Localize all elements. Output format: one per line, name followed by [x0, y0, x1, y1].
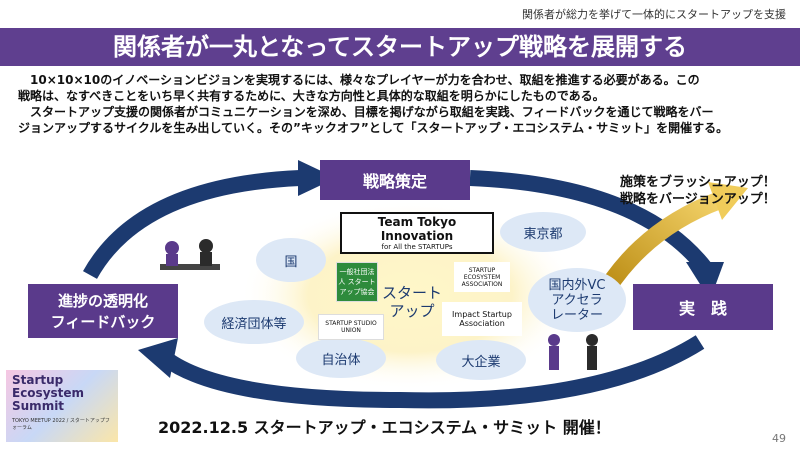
brushup-line-1: 施策をブラッシュアップ！ [620, 175, 776, 190]
arrow-head-feedback [138, 338, 178, 378]
stakeholder-bigcorp: 大企業 [436, 340, 526, 380]
stakeholder-keidanren: 経済団体等 [204, 300, 304, 344]
center-startup: スタート アップ [382, 284, 442, 320]
brushup-arrow-head [708, 182, 748, 220]
tti-sub: for All the STARTUPs [381, 243, 453, 251]
feedback-box: 進捗の透明化 フィードバック [28, 284, 178, 338]
footer-announcement: 2022.12.5 スタートアップ・エコシステム・サミット 開催！ [158, 418, 611, 437]
intro-line-4: ジョンアップするサイクルを生み出していく。その”キックオフ”として「スタートアッ… [18, 121, 729, 135]
vc-line-2: アクセラ [551, 292, 603, 308]
stakeholder-country: 国 [256, 238, 326, 282]
intro-text: 10×10×10のイノベーションビジョンを実現するには、様々なプレイヤーが力を合… [18, 72, 794, 136]
center-line-2: アップ [389, 302, 435, 320]
brushup-line-2: 戦略をバージョンアップ！ [620, 192, 776, 207]
summit-logo-line-3: Summit [12, 399, 65, 413]
feedback-line-2: フィードバック [50, 313, 156, 331]
vc-line-1: 国内外VC [548, 277, 606, 293]
summit-logo-line-4: TOKYO MEETUP 2022 / スタートアップフォーラム [12, 418, 110, 431]
arrow-to-feedback [160, 335, 705, 409]
presenter-illustration [548, 334, 598, 370]
impact-startup-logo: Impact Startup Association [442, 302, 522, 336]
header-caption: 関係者が総力を挙げて一体的にスタートアップを支援 [522, 8, 786, 21]
vc-line-3: レーター [550, 307, 603, 323]
stakeholder-tokyo: 東京都 [500, 212, 586, 252]
center-line-1: スタート [382, 284, 443, 302]
strategy-box: 戦略策定 [320, 160, 470, 200]
stakeholder-local: 自治体 [296, 338, 386, 378]
arrow-to-strategy [83, 170, 301, 279]
studio-union-logo: STARTUP STUDIO UNION [318, 314, 384, 340]
arrow-to-practice [469, 170, 712, 273]
page-title: 関係者が一丸となってスタートアップ戦略を展開する [0, 28, 800, 66]
team-tokyo-innovation-logo: Team Tokyo Innovation for All the STARTU… [340, 212, 494, 254]
japan-startup-assoc-logo: 一般社団法人 スタートアップ協会 [336, 262, 378, 302]
tti-main: Team Tokyo Innovation [377, 215, 457, 243]
feedback-line-1: 進捗の透明化 [57, 292, 148, 310]
brushup-text: 施策をブラッシュアップ！ 戦略をバージョンアップ！ [620, 174, 776, 208]
summit-logo-line-2: Ecosystem [12, 386, 85, 400]
arrow-head-practice [686, 262, 724, 300]
stakeholder-vc: 国内外VC アクセラ レーター [528, 268, 626, 332]
intro-line-1: 10×10×10のイノベーションビジョンを実現するには、様々なプレイヤーが力を合… [30, 73, 700, 87]
summit-logo-line-1: Startup [12, 373, 64, 387]
intro-line-2: 戦略は、なすべきことをいち早く共有するために、大きな方向性と具体的な取組を明らか… [18, 89, 605, 103]
ecosystem-assoc-logo: STARTUP ECOSYSTEM ASSOCIATION [454, 262, 510, 292]
arrow-head-strategy [298, 160, 336, 196]
team-illustration [160, 239, 220, 270]
practice-box: 実 践 [633, 284, 773, 330]
page-number: 49 [772, 432, 786, 445]
intro-line-3: スタートアップ支援の関係者がコミュニケーションを深め、目標を掲げながら取組を実践… [30, 105, 714, 119]
summit-logo: Startup Ecosystem Summit TOKYO MEETUP 20… [6, 370, 118, 442]
